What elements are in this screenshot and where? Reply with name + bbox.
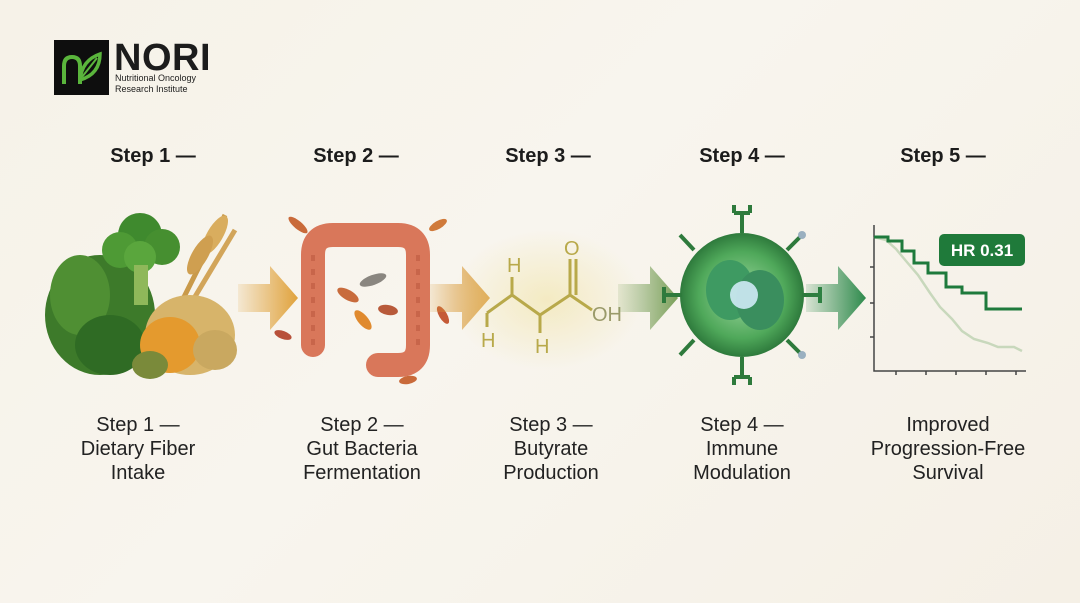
flow-arrow-4-icon: [806, 262, 866, 334]
step-5-label: Improved Progression-Free Survival: [848, 413, 1048, 485]
molecule-atom-o: O: [564, 238, 580, 260]
step-1-label-line-2: Dietary Fiber: [80, 438, 196, 460]
step-3-label-line-1: Step 3 —: [509, 414, 593, 436]
step-3-label: Step 3 — Butyrate Production: [451, 413, 651, 485]
molecule-atom-h-3: H: [481, 330, 495, 352]
step-1-header: Step 1 —: [110, 145, 196, 167]
step-4-label-line-1: Step 4 —: [700, 414, 784, 436]
flow-arrow-1-icon: [238, 262, 298, 334]
molecule-group-oh: OH: [592, 304, 622, 326]
step-2-header: Step 2 —: [313, 145, 399, 167]
logo-name: NORI: [114, 37, 211, 79]
logo-subtitle: Nutritional Oncology Research Institute: [115, 73, 235, 95]
step-2-label-line-2: Gut Bacteria: [306, 438, 418, 460]
step-3-label-line-2: Butyrate: [513, 438, 589, 460]
step-3-header: Step 3 —: [505, 145, 591, 167]
survival-curve-icon: HR 0.31: [866, 195, 1036, 390]
step-3-label-line-3: Production: [503, 462, 599, 484]
step-5-label-line-3: Survival: [912, 462, 984, 484]
leaf-logo-icon: [54, 40, 109, 95]
step-4-label-line-2: Immune: [705, 438, 779, 460]
gut-bacteria-icon: [258, 195, 458, 390]
step-1-label-line-3: Intake: [110, 462, 166, 484]
step-5-label-line-2: Progression-Free: [870, 438, 1026, 460]
step-2-label-line-3: Fermentation: [303, 462, 421, 484]
step-5-label-line-1: Improved: [906, 414, 990, 436]
step-4-label-line-3: Modulation: [693, 462, 791, 484]
fiber-foods-icon: [40, 195, 240, 390]
molecule-atom-h-2: H: [535, 336, 549, 358]
flow-arrow-3-icon: [618, 262, 678, 334]
molecule-atom-h-1: H: [507, 255, 521, 277]
logo-subtitle-line-1: Nutritional Oncology: [115, 73, 197, 83]
step-1-label-line-1: Step 1 —: [96, 414, 180, 436]
step-4-header: Step 4 —: [699, 145, 785, 167]
nori-logo: NORI Nutritional Oncology Research Insti…: [54, 37, 224, 96]
step-2-label-line-1: Step 2 —: [320, 414, 404, 436]
hazard-ratio-badge: HR 0.31: [951, 241, 1013, 260]
butyrate-molecule-icon: H O OH H H: [452, 195, 652, 390]
logo-subtitle-line-2: Research Institute: [115, 84, 188, 94]
step-2-label: Step 2 — Gut Bacteria Fermentation: [262, 413, 462, 485]
step-4-label: Step 4 — Immune Modulation: [642, 413, 842, 485]
step-1-label: Step 1 — Dietary Fiber Intake: [38, 413, 238, 485]
immune-cell-icon: [642, 195, 842, 390]
step-5-header: Step 5 —: [900, 145, 986, 167]
